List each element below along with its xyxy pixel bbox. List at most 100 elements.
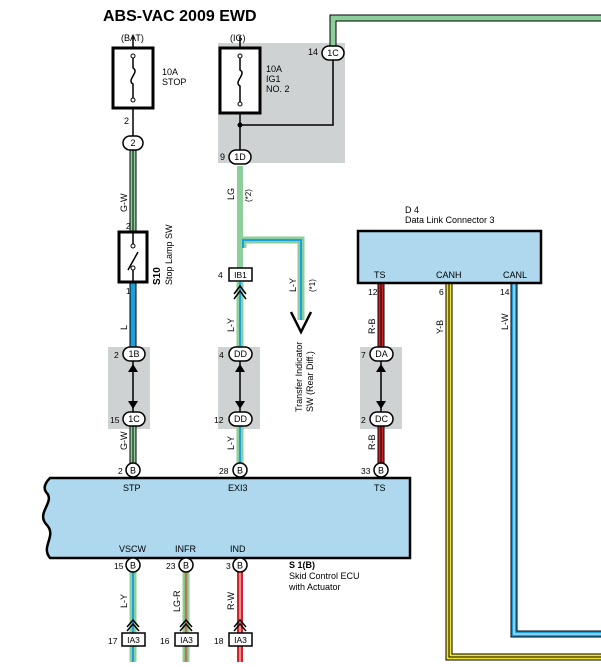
ecu-pin-exi3: B — [232, 462, 248, 478]
wire-label-gw-low: G-W — [119, 431, 129, 450]
ecu-pin-vscw: B — [125, 557, 141, 573]
conn-ib1: IB1 — [228, 267, 253, 300]
conn-1d: 1D — [228, 149, 252, 165]
ecu-vscw-label: VSCW — [119, 544, 147, 554]
svg-text:IB1: IB1 — [234, 270, 247, 280]
junction-da-dc: DA DC — [369, 346, 394, 427]
ecu-name2: with Actuator — [288, 582, 341, 592]
dlc3-num-canl: 14 — [500, 287, 510, 297]
wire-transfer-ly — [239, 236, 313, 335]
j1b-pin: 2 — [114, 350, 119, 360]
ig-node — [237, 122, 243, 128]
dlc3-num-ts: 12 — [368, 287, 378, 297]
ia3-3-pin: 18 — [214, 636, 224, 646]
wire-label-ly-mid: L-Y — [226, 318, 236, 332]
svg-text:B: B — [378, 466, 384, 476]
dlc3-name: Data Link Connector 3 — [405, 215, 495, 225]
wire-label-rb-low: R-B — [367, 435, 377, 451]
stop-switch-name: Stop Lamp SW — [164, 224, 174, 285]
stop-switch-pin-top: 2 — [126, 222, 131, 231]
svg-text:B: B — [237, 466, 243, 476]
ecu-exi3-pin: 28 — [219, 466, 229, 476]
wire-label-ly-low: L-Y — [226, 436, 236, 450]
ig-feed-lead — [240, 60, 334, 126]
svg-text:B: B — [237, 561, 243, 571]
wire-label-transfer-ly: L-Y — [288, 278, 298, 292]
conn-stop-2: 2 — [122, 135, 144, 151]
ecu-name1: Skid Control ECU — [289, 571, 360, 581]
wire-label-infr: LG-R — [172, 590, 182, 612]
jda-pin: 7 — [361, 350, 366, 360]
dlc3-num-canh: 6 — [439, 287, 444, 297]
stop-fuse-pin: 2 — [124, 116, 129, 126]
ecu-exi3-label: EXI3 — [228, 483, 248, 493]
j1c-pin: 15 — [110, 415, 120, 425]
svg-text:DA: DA — [375, 349, 388, 359]
svg-text:1D: 1D — [234, 152, 246, 162]
conn-ia3-2: IA3 — [174, 618, 199, 647]
svg-text:B: B — [130, 561, 136, 571]
ecu-pin-ind: B — [232, 557, 248, 573]
ecu-ts-label: TS — [374, 483, 386, 493]
ecu-stp-label: STP — [123, 483, 141, 493]
wire-label-l: L — [119, 325, 129, 330]
ig-fuse-name2: NO. 2 — [266, 84, 290, 94]
ecu-ind-pin: 3 — [226, 561, 231, 571]
svg-text:IA3: IA3 — [180, 635, 193, 645]
ig-source-label: (IG) — [230, 33, 246, 43]
conn-ia3-1: IA3 — [121, 618, 146, 647]
wire-green-top — [329, 14, 601, 46]
dlc3-id: D 4 — [405, 205, 419, 215]
bat-source-label: (BAT) — [121, 33, 144, 43]
stop-switch-id: S10 — [152, 267, 163, 285]
stop-switch-pin-bottom: 1 — [126, 287, 131, 296]
svg-text:1C: 1C — [128, 414, 140, 424]
wire-label-ind: R-W — [226, 592, 236, 610]
dlc3-box — [356, 229, 543, 285]
ia3-1-pin: 17 — [108, 636, 118, 646]
jdd-top-pin: 4 — [219, 350, 224, 360]
wire-label-lw: L-W — [500, 313, 510, 330]
dlc3-pin-canl: CANL — [503, 270, 527, 280]
wire-label-vscw: L-Y — [119, 594, 129, 608]
stop-fuse-name: STOP — [162, 77, 186, 87]
wire-label-yb: Y-B — [435, 320, 445, 334]
junction-dd-dd: DD DD — [228, 346, 253, 427]
ecu-pin-stp: B — [125, 462, 141, 478]
dlc3-pin-ts: TS — [374, 270, 386, 280]
ig-pin-out: 9 — [220, 152, 225, 162]
fuse-ig1 — [218, 46, 262, 115]
ib1-pin: 4 — [218, 270, 223, 280]
ecu-vscw-pin: 15 — [114, 561, 124, 571]
ecu-id: S 1(B) — [289, 560, 315, 570]
skid-control-ecu — [41, 476, 412, 560]
ig-fuse-name1: IG1 — [266, 74, 281, 84]
transfer-sw-line1: Transfer Indicator — [294, 342, 304, 412]
transfer-sw-line2: SW (Rear Diff.) — [305, 351, 315, 412]
wire-label-rb-top: R-B — [367, 319, 377, 335]
ecu-ts-pin: 33 — [361, 466, 371, 476]
jdd-bot-pin: 12 — [214, 415, 224, 425]
junction-1b-1c: 1B 1C — [122, 346, 146, 427]
svg-text:DD: DD — [234, 414, 247, 424]
ig-pin-in: 14 — [308, 47, 318, 57]
ecu-ind-label: IND — [230, 544, 246, 554]
wire-label-gw-top: G-W — [119, 193, 129, 212]
ig-fuse-rating: 10A — [266, 64, 282, 74]
svg-text:1C: 1C — [327, 48, 339, 58]
svg-text:B: B — [183, 561, 189, 571]
stop-lamp-switch — [117, 230, 149, 284]
conn-1c-top: 1C — [321, 45, 345, 61]
wire-lw-canl — [510, 284, 601, 638]
ia3-2-pin: 16 — [160, 636, 170, 646]
ecu-pin-ts: B — [373, 462, 389, 478]
stop-fuse-rating: 10A — [162, 67, 178, 77]
wire-label-lg: LG — [226, 188, 236, 200]
ecu-infr-pin: 23 — [166, 561, 176, 571]
ecu-infr-label: INFR — [175, 544, 196, 554]
diagram-title: ABS-VAC 2009 EWD — [103, 8, 257, 25]
wire-label-transfer-note: (*1) — [308, 279, 317, 292]
svg-text:B: B — [130, 466, 136, 476]
wire-label-ig-note: (*2) — [244, 189, 253, 202]
